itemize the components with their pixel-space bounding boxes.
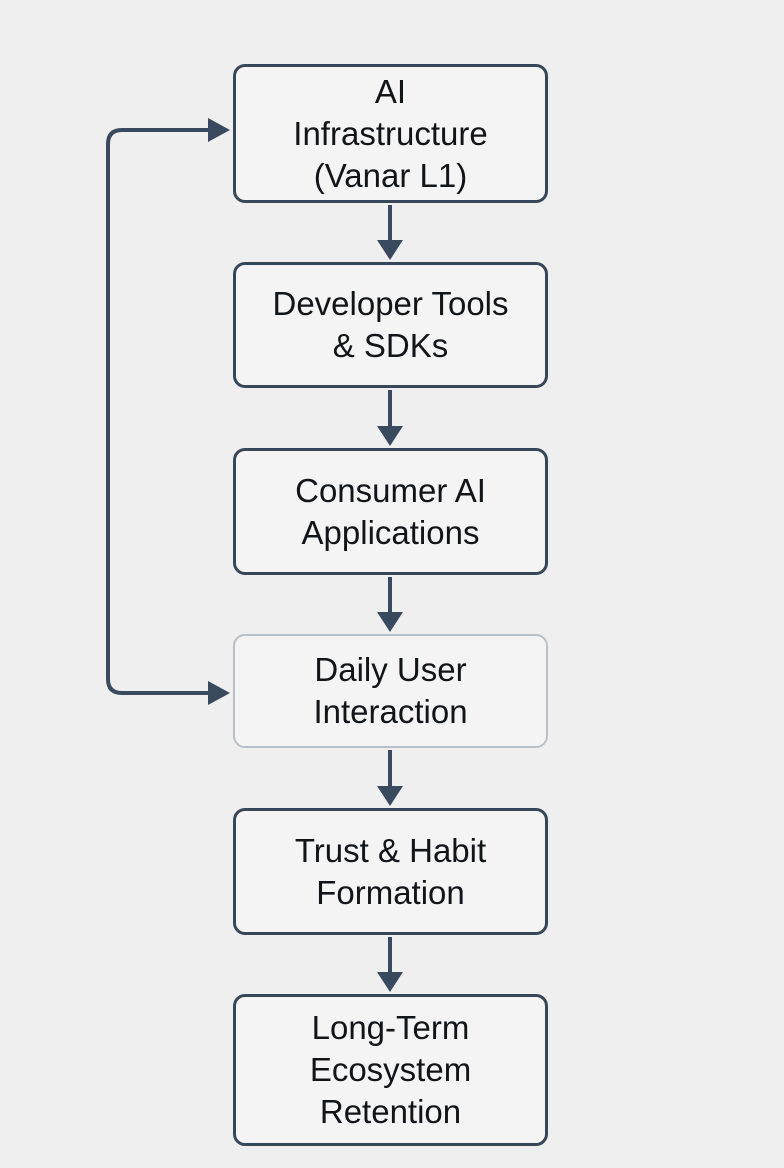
- node-daily-interaction: Daily User Interaction: [233, 634, 548, 748]
- node-label: Daily User Interaction: [313, 651, 468, 730]
- feedback-loop-connector: [106, 118, 230, 705]
- edge-ai-infrastructure-to-developer-tools: [377, 205, 403, 260]
- node-label: Trust & Habit Formation: [294, 831, 487, 911]
- feedback-arrowhead-top: [208, 118, 230, 142]
- node-developer-tools: Developer Tools & SDKs: [233, 262, 548, 388]
- feedback-arrowhead-bottom: [208, 681, 230, 705]
- node-label: Developer Tools & SDKs: [272, 285, 509, 364]
- edge-consumer-ai-to-daily-interaction: [377, 577, 403, 632]
- node-label: Long-Term Ecosystem Retention: [309, 1009, 472, 1130]
- edge-developer-tools-to-consumer-ai: [377, 390, 403, 446]
- node-ecosystem-retention: Long-Term Ecosystem Retention: [233, 994, 548, 1146]
- node-trust-habit: Trust & Habit Formation: [233, 808, 548, 935]
- edge-daily-interaction-to-trust-habit: [377, 750, 403, 806]
- node-label: Consumer AI Applications: [295, 471, 486, 551]
- edge-trust-habit-to-ecosystem-retention: [377, 937, 403, 992]
- node-label: AI Infrastructure (Vanar L1): [293, 72, 488, 194]
- node-consumer-ai: Consumer AI Applications: [233, 448, 548, 575]
- node-ai-infrastructure: AI Infrastructure (Vanar L1): [233, 64, 548, 203]
